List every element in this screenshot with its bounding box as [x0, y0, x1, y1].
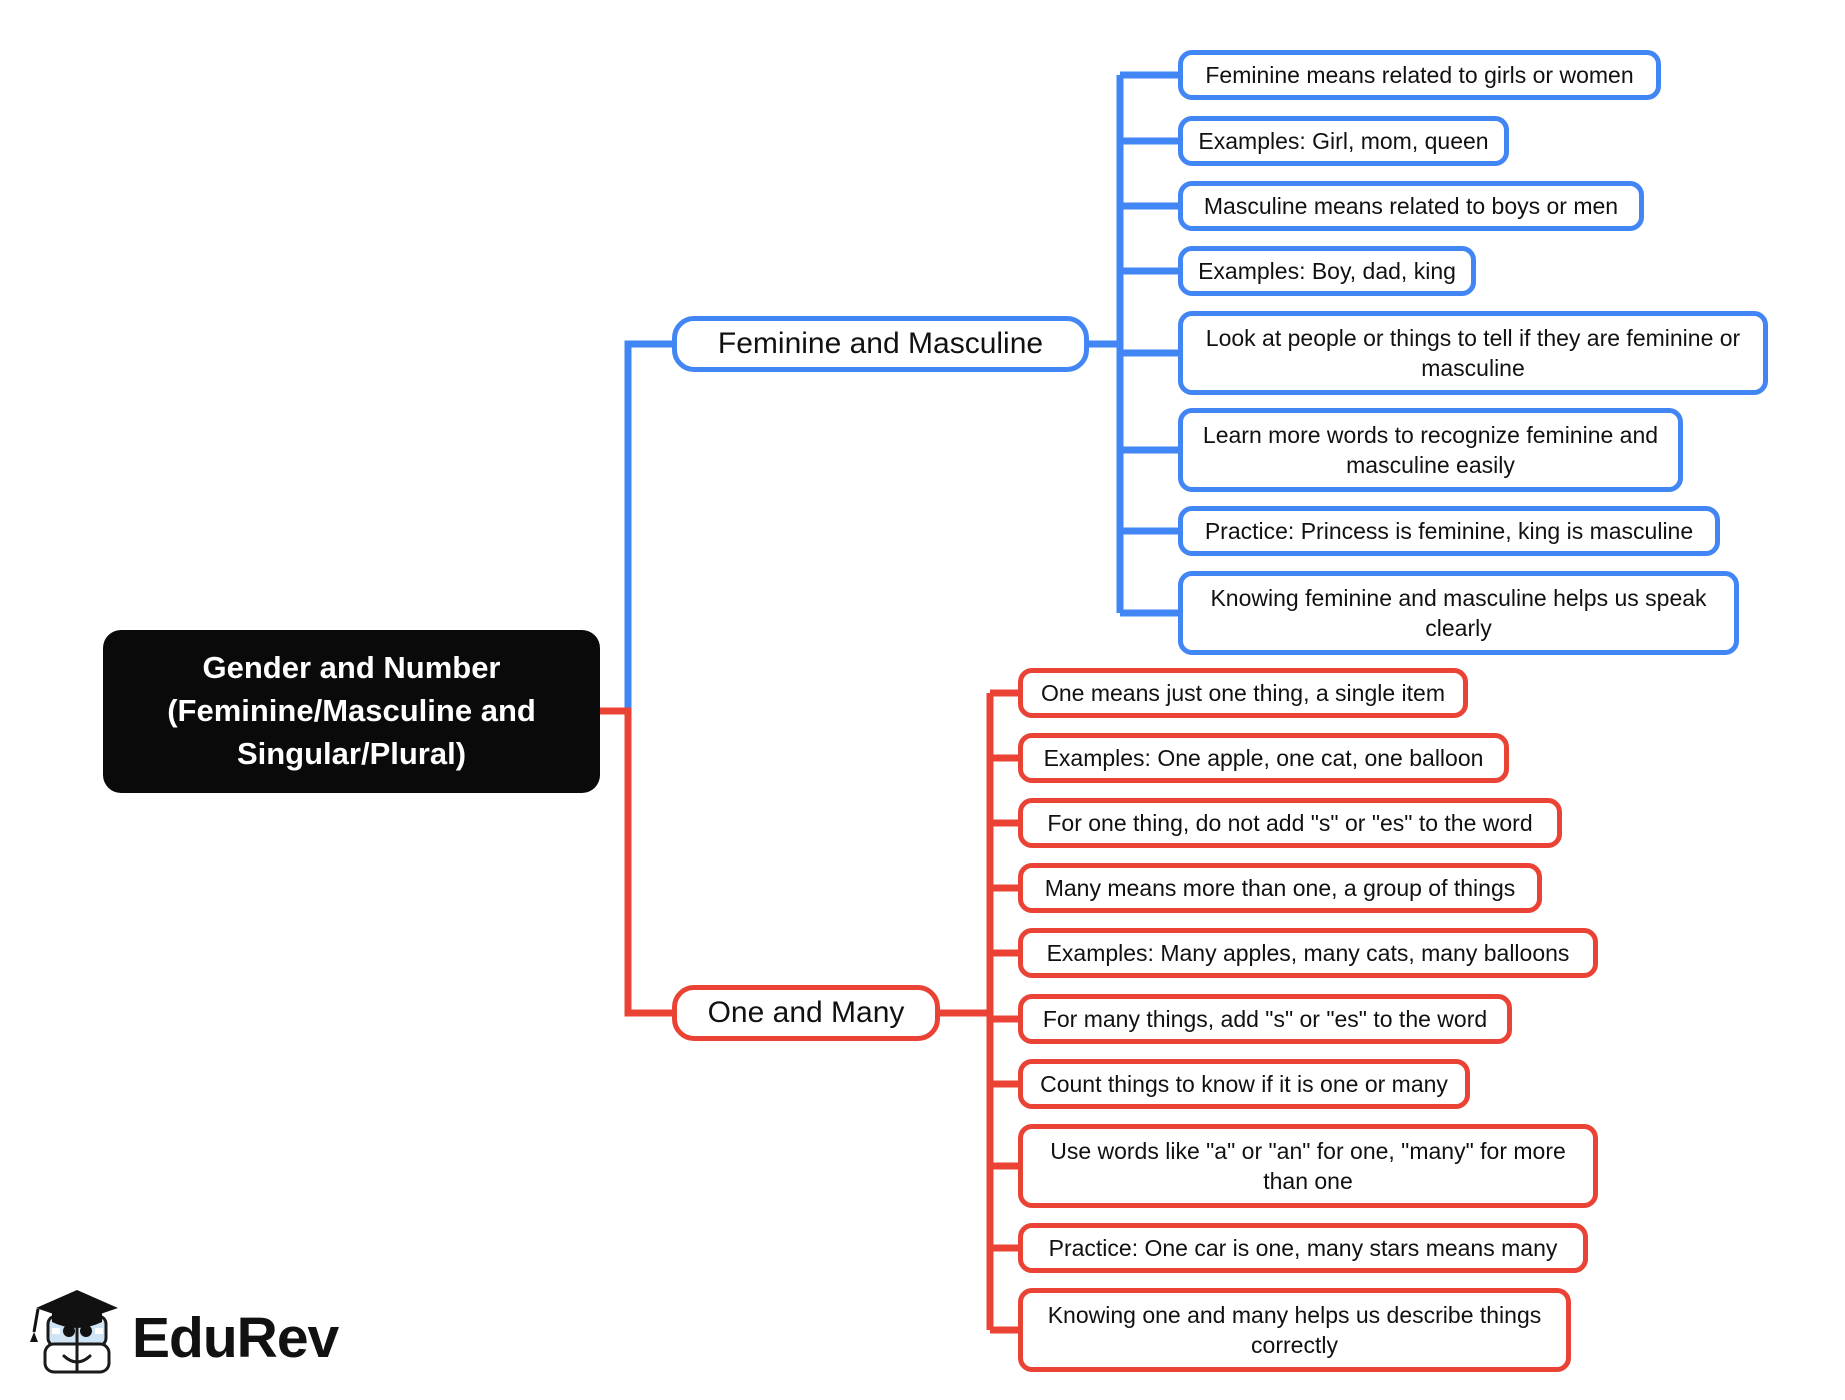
leaf-node[interactable]: Examples: One apple, one cat, one balloo…	[1018, 733, 1509, 783]
leaf-label: One means just one thing, a single item	[1040, 679, 1445, 706]
leaf-label: Examples: Girl, mom, queen	[1198, 127, 1489, 154]
root-line-2: (Feminine/Masculine and	[167, 693, 536, 729]
root-line-1: Gender and Number	[202, 650, 501, 686]
leaf-label: Look at people or things to tell if they…	[1205, 324, 1741, 381]
leaf-node[interactable]: For one thing, do not add "s" or "es" to…	[1018, 798, 1562, 848]
brand-name: EduRev	[132, 1305, 339, 1370]
leaf-node[interactable]: Masculine means related to boys or men	[1178, 181, 1644, 231]
leaf-label: Count things to know if it is one or man…	[1040, 1070, 1448, 1097]
leaf-node[interactable]: Practice: Princess is feminine, king is …	[1178, 506, 1720, 556]
leaf-label: Examples: Many apples, many cats, many b…	[1046, 939, 1570, 966]
leaf-label: Practice: One car is one, many stars mea…	[1048, 1234, 1558, 1261]
leaf-node[interactable]: Examples: Girl, mom, queen	[1178, 116, 1509, 166]
leaf-label: For one thing, do not add "s" or "es" to…	[1047, 809, 1533, 836]
leaf-node[interactable]: Examples: Boy, dad, king	[1178, 246, 1476, 296]
leaf-label: Many means more than one, a group of thi…	[1044, 874, 1516, 901]
leaf-label: Feminine means related to girls or women	[1205, 61, 1634, 88]
leaf-node[interactable]: Learn more words to recognize feminine a…	[1178, 408, 1683, 492]
leaf-node[interactable]: Count things to know if it is one or man…	[1018, 1059, 1470, 1109]
leaf-label: Examples: Boy, dad, king	[1198, 257, 1456, 284]
leaf-label: Use words like "a" or "an" for one, "man…	[1050, 1137, 1566, 1194]
leaf-label: Knowing one and many helps us describe t…	[1047, 1301, 1542, 1358]
leaf-node[interactable]: For many things, add "s" or "es" to the …	[1018, 994, 1512, 1044]
root-node[interactable]: Gender and Number (Feminine/Masculine an…	[103, 630, 600, 793]
leaf-node[interactable]: Feminine means related to girls or women	[1178, 50, 1661, 100]
leaf-node[interactable]: One means just one thing, a single item	[1018, 668, 1468, 718]
leaf-label: Practice: Princess is feminine, king is …	[1204, 517, 1694, 544]
branch-label: Feminine and Masculine	[717, 327, 1044, 360]
leaf-node[interactable]: Examples: Many apples, many cats, many b…	[1018, 928, 1598, 978]
brand-logo: EduRev	[18, 1288, 368, 1388]
leaf-node[interactable]: Use words like "a" or "an" for one, "man…	[1018, 1124, 1598, 1208]
branch-label: One and Many	[707, 996, 905, 1029]
branch-node-feminine-and-masculine[interactable]: Feminine and Masculine	[672, 316, 1089, 372]
leaf-label: Masculine means related to boys or men	[1203, 192, 1619, 219]
branch-node-one-and-many[interactable]: One and Many	[672, 985, 940, 1041]
leaf-node[interactable]: Practice: One car is one, many stars mea…	[1018, 1223, 1588, 1273]
leaf-node[interactable]: Look at people or things to tell if they…	[1178, 311, 1768, 395]
leaf-label: Examples: One apple, one cat, one balloo…	[1043, 744, 1484, 771]
leaf-node[interactable]: Knowing feminine and masculine helps us …	[1178, 571, 1739, 655]
root-line-3: Singular/Plural)	[236, 735, 467, 771]
leaf-label: For many things, add "s" or "es" to the …	[1042, 1005, 1488, 1032]
leaf-node[interactable]: Many means more than one, a group of thi…	[1018, 863, 1542, 913]
leaf-node[interactable]: Knowing one and many helps us describe t…	[1018, 1288, 1571, 1372]
leaf-label: Knowing feminine and masculine helps us …	[1210, 584, 1707, 641]
leaf-label: Learn more words to recognize feminine a…	[1202, 421, 1659, 478]
graduation-cap-book-icon	[30, 1290, 118, 1374]
